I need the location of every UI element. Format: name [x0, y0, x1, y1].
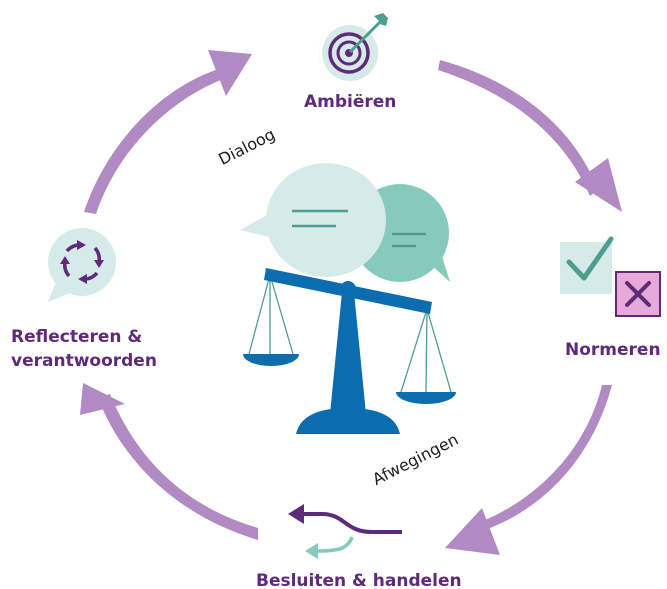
step-label-reflecteren-line2: verantwoorden — [11, 351, 157, 372]
cycle-arrow-bottom-left — [80, 383, 258, 540]
step-label-reflecteren-line1: Reflecteren & — [11, 327, 143, 347]
balance-scale — [243, 268, 456, 434]
step-label-besluiten: Besluiten & handelen — [256, 571, 462, 589]
scale-with-speech-bubbles-icon — [240, 163, 456, 434]
cycle-arrow-bottom-right — [445, 385, 612, 555]
step-label-reflecteren: Reflecteren & verantwoorden — [11, 325, 157, 373]
cycle-arrow-top-right — [438, 60, 622, 212]
target-arrow-icon — [318, 13, 388, 85]
cycle-arrows-icon — [48, 228, 116, 302]
diverging-arrows-icon — [288, 504, 402, 559]
check-and-cross-icon — [560, 236, 661, 317]
step-label-ambieren: Ambiëren — [304, 92, 397, 112]
step-label-normeren: Normeren — [565, 340, 661, 360]
cycle-arrow-top-left — [84, 50, 252, 214]
speech-bubble-left — [240, 163, 386, 277]
